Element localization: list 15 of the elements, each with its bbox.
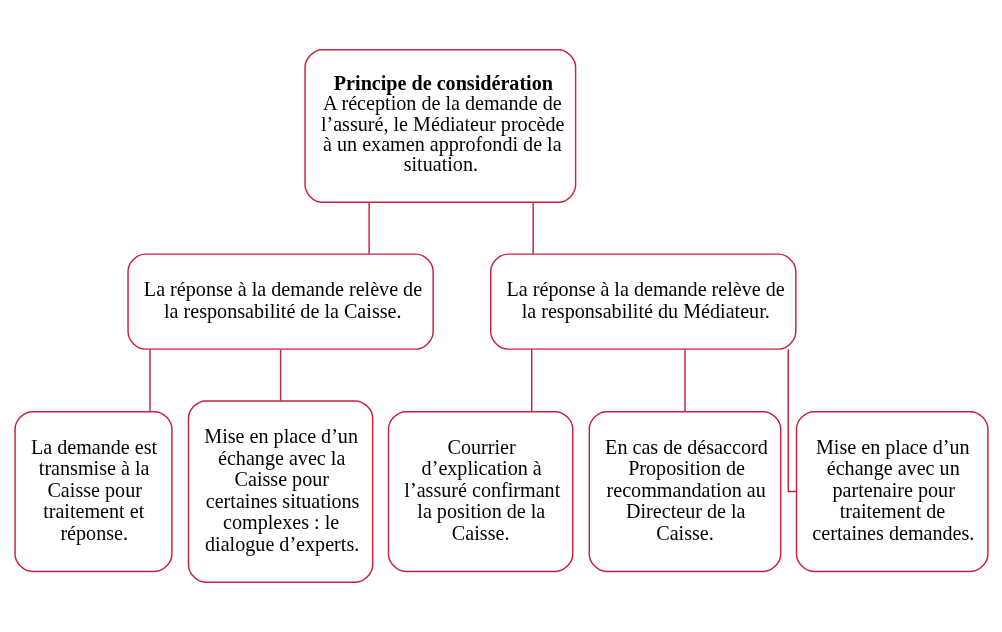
connector: [367, 201, 370, 255]
node-box: En cas de désaccord Proposition de recommandation au Directeur de la Caisse.: [588, 410, 781, 573]
node-box: Mise en place d’un échange avec un partenaire pour traitement de certaines demandes.: [795, 410, 989, 573]
connector: [531, 201, 534, 255]
node-box: Principe de considération A réception de la demande de l’assuré, le Médiateur procède à un examen approfondi de la situation.: [303, 49, 576, 204]
connector: [530, 348, 532, 413]
connector: [148, 348, 151, 413]
node-box: La réponse à la demande relève de la responsabilité du Médiateur.: [489, 253, 797, 350]
connector: [683, 348, 686, 413]
node-box: La demande est transmise à la Caisse pour traitement et réponse.: [13, 410, 173, 573]
node-box: Mise en place d’un échange avec la Caisse pour certaines situations complexes : le dialogue d’experts.: [187, 400, 373, 583]
node-box: La réponse à la demande relève de la responsabilité de la Caisse.: [126, 253, 434, 350]
node-box: Courrier d’explication à l’assuré confirmant la position de la Caisse.: [387, 410, 573, 573]
connector: [279, 348, 281, 402]
connector: [787, 348, 797, 493]
